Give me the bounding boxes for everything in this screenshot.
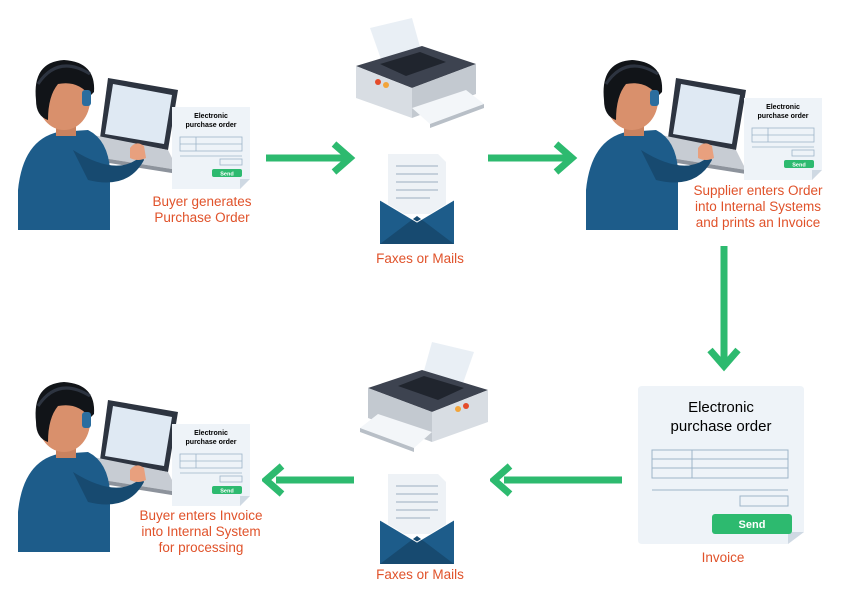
arrow-left-icon xyxy=(490,463,622,497)
caption-supplier-enters: Supplier enters Order into Internal Syst… xyxy=(693,183,823,230)
printer-icon xyxy=(360,342,488,452)
invoice-send-label: Send xyxy=(739,519,766,531)
envelope-icon xyxy=(380,154,455,245)
small-form-top-left: Electronic purchase order Send xyxy=(172,107,251,190)
printer-icon xyxy=(356,18,484,128)
caption-faxes-bottom: Faxes or Mails xyxy=(376,567,464,582)
small-form-top-right: Electronic purchase order Send xyxy=(744,98,823,181)
small-form-bottom-left: Electronic purchase order Send xyxy=(172,424,251,507)
caption-invoice: Invoice xyxy=(701,550,745,565)
small-form-title-line1: Electronic xyxy=(194,430,228,437)
caption-buyer-generates: Buyer generates Purchase Order xyxy=(152,194,252,225)
arrow-left-icon xyxy=(262,463,354,497)
small-form-send: Send xyxy=(792,163,805,169)
small-form-title-line2: purchase order xyxy=(186,439,237,446)
invoice-send-button xyxy=(712,514,792,534)
arrow-right-icon xyxy=(488,141,578,175)
caption-faxes-top: Faxes or Mails xyxy=(376,251,464,266)
caption-buyer-enters: Buyer enters Invoice into Internal Syste… xyxy=(139,508,263,555)
arrow-right-icon xyxy=(266,141,356,175)
arrow-down-icon xyxy=(707,246,741,372)
envelope-icon xyxy=(380,474,455,565)
small-form-title-line1: Electronic xyxy=(194,113,228,120)
small-form-title-line2: purchase order xyxy=(758,113,809,120)
small-form-send: Send xyxy=(220,489,233,495)
small-form-title-line2: purchase order xyxy=(186,122,237,129)
invoice-form: Electronic purchase order Send xyxy=(638,386,804,544)
small-form-send: Send xyxy=(220,172,233,178)
invoice-title-line1: Electronic xyxy=(688,399,754,416)
small-form-title-line1: Electronic xyxy=(766,104,800,111)
invoice-title-line2: purchase order xyxy=(671,418,772,435)
